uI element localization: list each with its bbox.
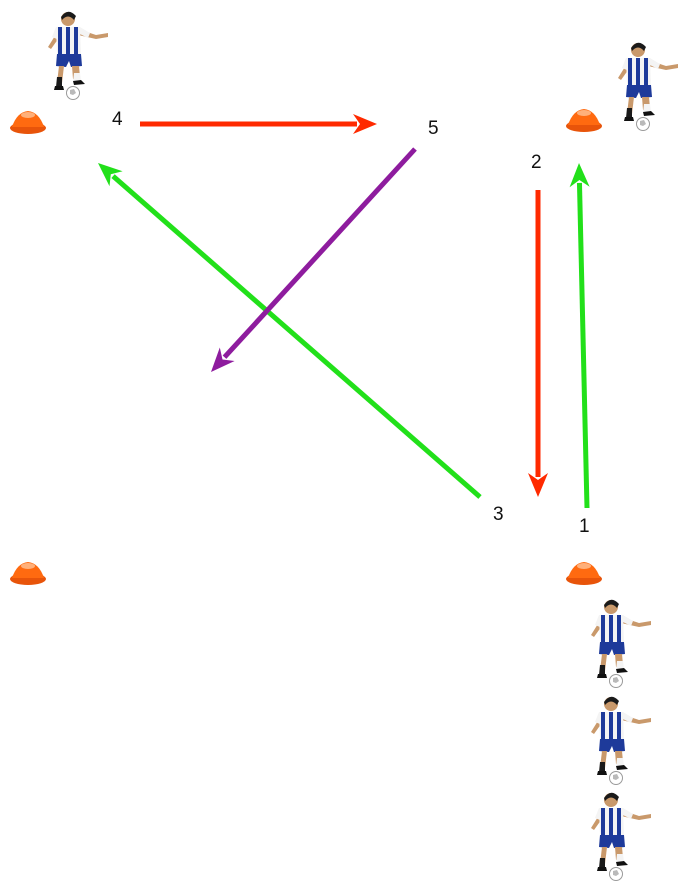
arrow-step-4	[140, 114, 377, 134]
player-icon	[47, 11, 109, 100]
step-label-1: 1	[579, 516, 590, 537]
arrow-head	[211, 347, 235, 372]
cone-icon	[10, 562, 46, 585]
cone-icon	[10, 111, 46, 134]
arrow-shaft	[111, 174, 482, 499]
arrow-head	[98, 163, 123, 187]
arrow-step-5	[211, 147, 417, 372]
cone-icon	[566, 562, 602, 585]
arrow-step-1	[569, 163, 590, 509]
step-label-2: 2	[531, 152, 542, 173]
player-icon	[590, 696, 652, 785]
cone-icon	[566, 109, 602, 132]
arrow-head	[528, 473, 548, 497]
arrow-shaft	[576, 182, 590, 509]
arrow-layer	[98, 114, 590, 509]
arrow-step-3	[98, 163, 482, 499]
arrow-head	[569, 163, 590, 188]
arrow-step-2	[528, 190, 548, 497]
step-label-5: 5	[428, 118, 439, 139]
player-icon	[590, 792, 652, 881]
player-icon	[617, 42, 679, 131]
step-label-4: 4	[112, 109, 123, 130]
arrow-head	[353, 114, 377, 134]
arrow-shaft	[222, 147, 417, 359]
player-icon	[590, 599, 652, 688]
step-label-3: 3	[493, 504, 504, 525]
